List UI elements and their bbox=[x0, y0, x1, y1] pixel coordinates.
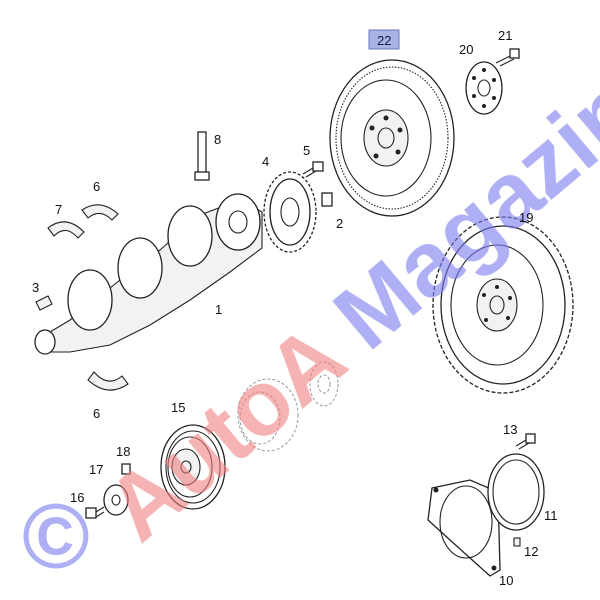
callout-8: 8 bbox=[214, 132, 221, 147]
callout-7: 7 bbox=[55, 202, 62, 217]
callout-10: 10 bbox=[499, 573, 513, 588]
callout-21: 21 bbox=[498, 28, 512, 43]
callout-16: 16 bbox=[70, 490, 84, 505]
sprocket-bolt-short bbox=[302, 161, 324, 178]
callout-17: 17 bbox=[89, 462, 103, 477]
callout-6-upper: 6 bbox=[93, 179, 100, 194]
callout-4: 4 bbox=[262, 154, 269, 169]
callout-18: 18 bbox=[116, 444, 130, 459]
main-bearing-shell-upper bbox=[81, 204, 119, 221]
callout-3: 3 bbox=[32, 280, 39, 295]
callout-13: 13 bbox=[503, 422, 517, 437]
callout-20: 20 bbox=[459, 42, 473, 57]
callout-12: 12 bbox=[524, 544, 538, 559]
callout-11: 11 bbox=[544, 508, 558, 523]
callout-2: 2 bbox=[336, 216, 343, 231]
sprocket-bolt-long bbox=[194, 131, 210, 181]
flywheel-bolt bbox=[495, 48, 520, 67]
pulley-washer bbox=[103, 484, 129, 516]
flywheel-plate bbox=[465, 61, 503, 115]
seal-housing-bolt bbox=[515, 433, 536, 450]
callout-5: 5 bbox=[303, 143, 310, 158]
callout-15: 15 bbox=[171, 400, 185, 415]
dowel-pin bbox=[513, 537, 521, 547]
crankshaft-sprocket bbox=[263, 171, 317, 253]
rear-seal-housing bbox=[427, 479, 501, 577]
callout-22: 22 bbox=[377, 33, 391, 48]
sprocket-ghost-outline bbox=[237, 361, 339, 452]
dual-mass-flywheel bbox=[329, 59, 455, 217]
pulley-screw bbox=[121, 463, 131, 475]
callout-1: 1 bbox=[215, 302, 222, 317]
crankshaft-belt-pulley bbox=[160, 424, 226, 510]
pulley-bolt bbox=[85, 506, 105, 519]
callout-22-highlight: 22 bbox=[368, 29, 400, 50]
callout-19: 19 bbox=[519, 210, 533, 225]
crankshaft bbox=[34, 193, 263, 355]
flywheel-with-ring-gear bbox=[432, 216, 574, 394]
main-bearing-shell-lower bbox=[87, 371, 129, 391]
sprocket-washer bbox=[321, 192, 333, 207]
rear-crankshaft-seal bbox=[487, 453, 545, 531]
watermark-copyright-symbol: © bbox=[22, 486, 90, 588]
callout-6-lower: 6 bbox=[93, 406, 100, 421]
woodruff-key bbox=[35, 295, 53, 311]
thrust-bearing-shell bbox=[47, 221, 85, 239]
